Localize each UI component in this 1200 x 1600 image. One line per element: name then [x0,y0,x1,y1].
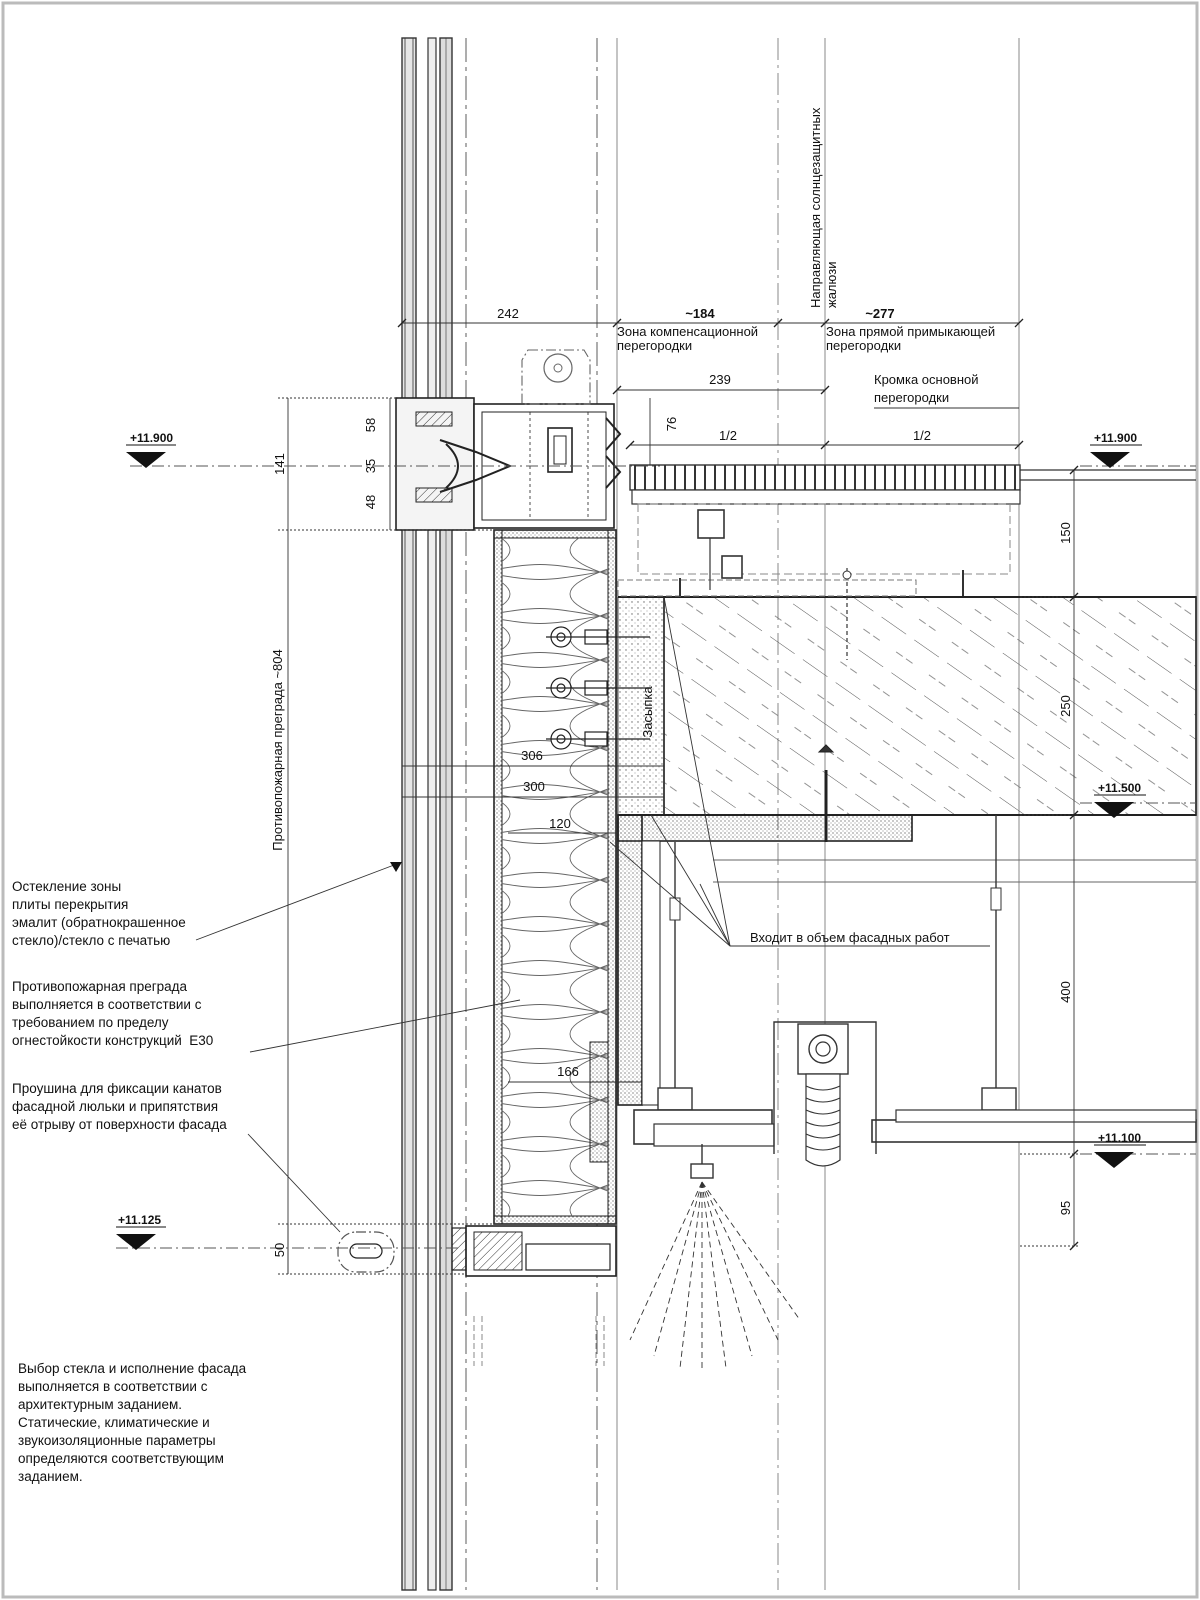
note-general: Выбор стекла и исполнение фасада выполня… [18,1361,247,1484]
zone-direct-label-line2: перегородки [826,338,901,353]
dim-400: 400 [1058,981,1073,1003]
note-fire-barrier: Противопожарная преграда выполняется в с… [12,979,214,1048]
dim-76: 76 [664,417,679,431]
partition-edge-label-line2: перегородки [874,390,949,405]
dim-277: ~277 [865,306,894,321]
dim-50: 50 [272,1243,287,1257]
dim-half-a: 1/2 [719,428,737,443]
level-triangle-11500 [1094,802,1134,818]
fire-barrier-wool [493,529,617,1225]
dim-306: 306 [521,748,543,763]
partition-edge-label-line1: Кромка основной [874,372,979,387]
dim-239: 239 [709,372,731,387]
edge-angle [617,744,913,1106]
zone-compensation-label-line1: Зона компенсационной [617,324,758,339]
leader-lines [195,596,990,1233]
top-lug [521,349,591,405]
bottom-transom [337,1225,617,1366]
dim-150: 150 [1058,522,1073,544]
level-triangle-right-11900 [1090,452,1130,468]
suspended-ceiling [633,815,1197,1167]
dim-120: 120 [549,816,571,831]
dim-242: 242 [497,306,519,321]
level-label-11100: +11.100 [1098,1131,1141,1145]
dim-35: 35 [363,459,378,473]
backfill-zone [617,596,665,816]
level-triangles [116,452,1134,1250]
level-label-11500: +11.500 [1098,781,1141,795]
note-glazing: Остекление зоны плиты перекрытия эмалит … [12,879,186,948]
level-label-11900-left: +11.900 [130,431,173,445]
sprinkler [629,1144,801,1372]
sun-guide-label-line1: Направляющая солнцезащитных [808,107,823,308]
dim-300: 300 [523,779,545,794]
concrete-slab [618,596,1197,816]
sun-guide-label-line2: жалюзи [824,262,839,308]
dim-250: 250 [1058,695,1073,717]
level-label-11900-right: +11.900 [1094,431,1137,445]
transom-profile [395,397,622,531]
level-triangle-11125 [116,1234,156,1250]
level-label-11125: +11.125 [118,1213,161,1227]
dim-48: 48 [363,495,378,509]
fire-barrier-vertical-label: Противопожарная преграда ~804 [270,649,285,850]
level-markers [116,465,1196,1249]
zone-direct-label-line1: Зона прямой примыкающей [826,324,995,339]
dim-half-b: 1/2 [913,428,931,443]
dim-95: 95 [1058,1201,1073,1215]
zone-compensation-label-line2: перегородки [617,338,692,353]
level-triangle-11100 [1094,1152,1134,1168]
dim-166: 166 [557,1064,579,1079]
dim-184: ~184 [685,306,715,321]
dim-141: 141 [272,453,287,475]
level-underlines [116,444,1146,1228]
dimension-ticks [397,318,1079,1251]
dim-58: 58 [363,418,378,432]
dimension-lines [278,322,1080,1275]
raised-floor [617,464,1196,660]
facade-scope-label: Входит в объем фасадных работ [750,930,950,945]
leader-arrowheads [390,862,402,872]
level-triangle-left-11900 [126,452,166,468]
note-lug: Проушина для фиксации канатов фасадной л… [12,1081,227,1132]
backfill-label: Засыпка [640,686,655,738]
